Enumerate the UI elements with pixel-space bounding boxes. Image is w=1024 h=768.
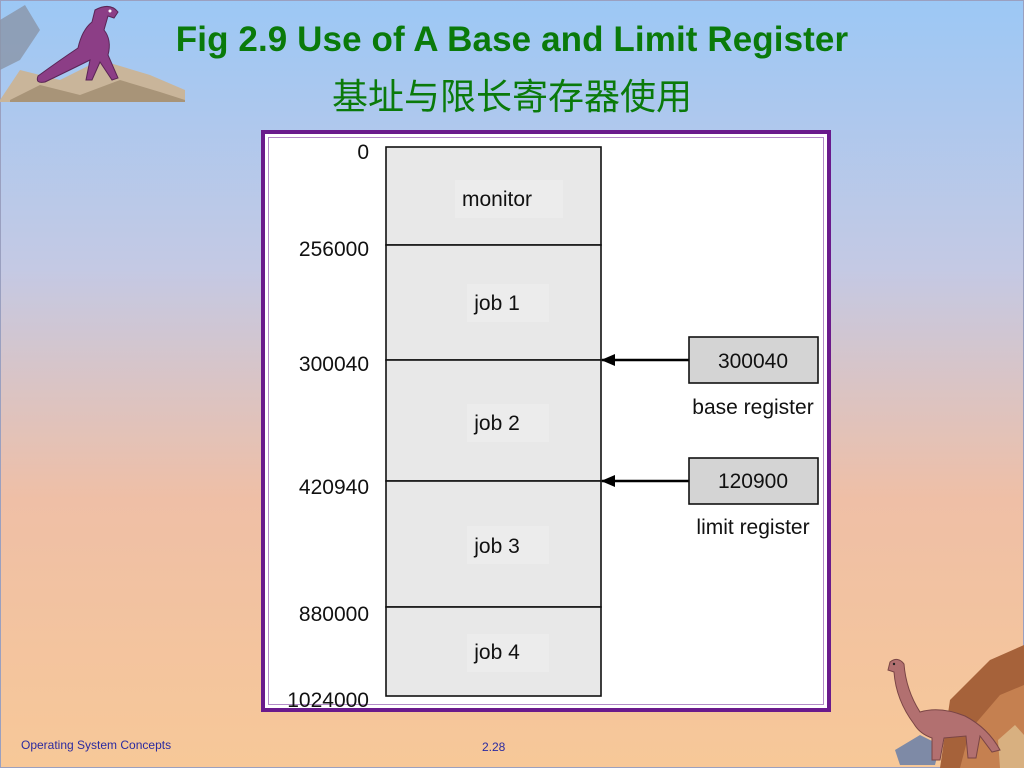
base-register-caption: base register — [692, 396, 813, 419]
limit-register-caption: limit register — [696, 516, 809, 539]
address-label: 420940 — [299, 476, 369, 499]
segment-label-job-3: job 3 — [473, 535, 520, 558]
slide-subtitle-chinese: 基址与限长寄存器使用 — [331, 77, 692, 118]
limit-register-value: 120900 — [718, 470, 788, 493]
base-register-value: 300040 — [718, 350, 788, 373]
segment-label-job-1: job 1 — [473, 292, 520, 315]
memory-diagram-frame: monitor job 1 job 2 job 3 job 4 0 256000… — [261, 130, 831, 712]
segment-label-monitor: monitor — [462, 188, 532, 211]
address-label: 880000 — [299, 603, 369, 626]
dinosaur-illustration-top — [0, 5, 185, 102]
slide-title: Fig 2.9 Use of A Base and Limit Register — [175, 20, 849, 59]
address-label: 300040 — [299, 353, 369, 376]
footer-page-number: 2.28 — [482, 740, 506, 754]
address-label: 256000 — [299, 238, 369, 261]
memory-diagram: monitor job 1 job 2 job 3 job 4 0 256000… — [287, 141, 819, 708]
dinosaur-illustration-bottom — [887, 645, 1024, 768]
address-label: 0 — [357, 141, 369, 164]
footer-course-title: Operating System Concepts — [21, 738, 172, 752]
segment-label-job-4: job 4 — [473, 641, 520, 664]
segment-label-job-2: job 2 — [473, 412, 520, 435]
limit-register-box — [688, 457, 819, 505]
base-register-box — [688, 336, 819, 384]
address-label: 1024000 — [287, 689, 369, 708]
